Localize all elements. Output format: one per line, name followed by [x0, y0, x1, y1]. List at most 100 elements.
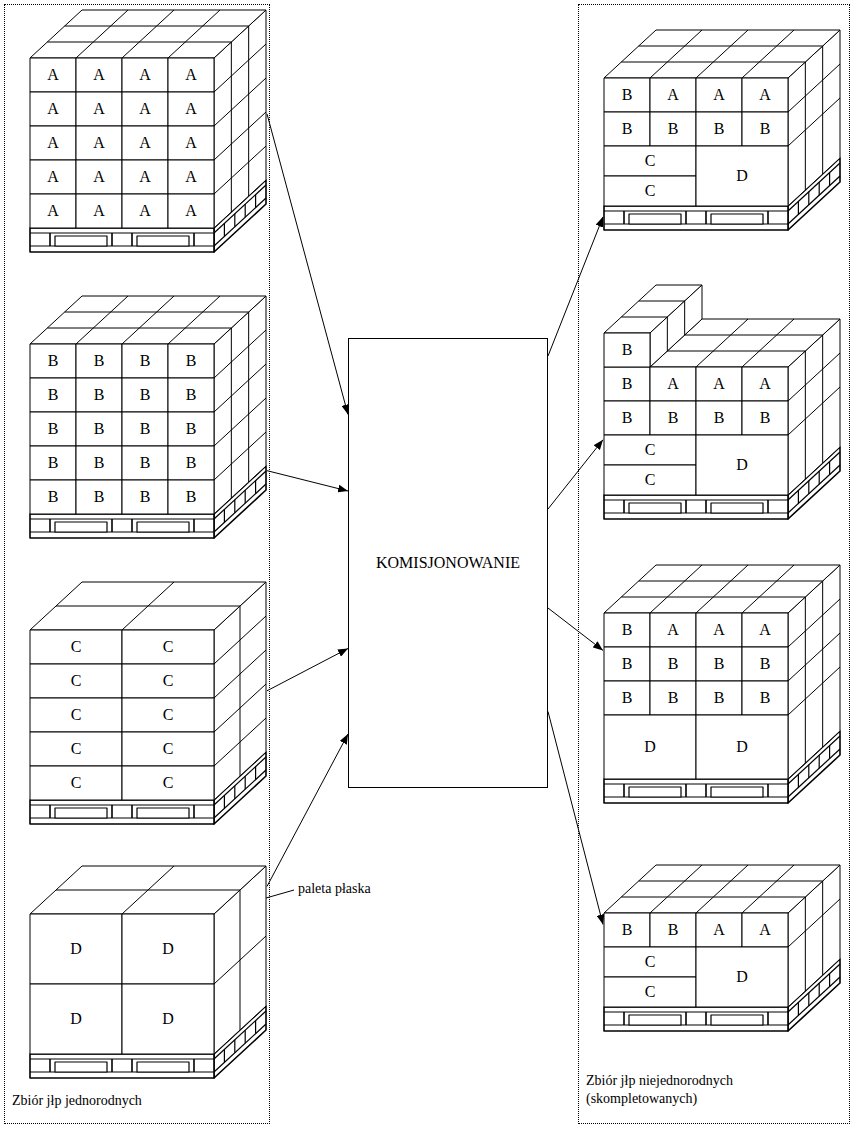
pallet-opening: [629, 787, 681, 797]
pallet-board: [604, 783, 788, 784]
box-edge: [56, 890, 240, 891]
pallet-block: [685, 1012, 687, 1025]
pallet-front: [30, 228, 214, 252]
box-front: [30, 344, 76, 378]
item-letter: A: [47, 135, 59, 151]
box-front: [30, 58, 76, 92]
item-letter: C: [163, 673, 174, 689]
box-edge: [805, 351, 806, 479]
item-letter: C: [645, 954, 656, 970]
box-edge: [822, 46, 823, 174]
item-letter: A: [47, 101, 59, 117]
item-letter: C: [71, 775, 82, 791]
box-edge: [822, 881, 823, 975]
pallet-block: [131, 805, 133, 818]
item-letter: D: [736, 969, 748, 985]
box-front: [604, 435, 696, 465]
item-letter: B: [48, 455, 59, 471]
box-front: [76, 446, 122, 480]
box-face: B: [696, 681, 742, 715]
pallet-block: [685, 784, 687, 797]
box-front: [696, 112, 742, 146]
item-letter: A: [759, 622, 771, 638]
box-front: [696, 146, 788, 206]
item-letter: B: [714, 656, 725, 672]
box-face: B: [122, 412, 168, 446]
box-face: A: [696, 78, 742, 112]
item-letter: B: [140, 387, 151, 403]
callout-label: paleta płaska: [298, 881, 371, 898]
box-face: D: [30, 914, 122, 984]
box-front: [168, 378, 214, 412]
pallet-drawing: [29, 581, 267, 825]
box-edge: [742, 565, 794, 613]
pallet-board: [30, 518, 214, 519]
region-frame: Zbiór jłp niejednorodnych (skompletowany…: [578, 4, 850, 1124]
item-letter: A: [93, 203, 105, 219]
box-face: C: [604, 176, 696, 206]
item-letter: B: [622, 342, 633, 358]
box-face: A: [650, 613, 696, 647]
item-letter: A: [93, 67, 105, 83]
box-edge: [248, 312, 249, 482]
item-letter: B: [668, 121, 679, 137]
box-front: [696, 367, 742, 401]
pallet-board: [604, 499, 788, 500]
pallet-block: [685, 500, 687, 513]
pallet-block: [705, 211, 707, 224]
box-edge: [76, 10, 128, 58]
box-face: A: [742, 78, 788, 112]
item-letter: A: [185, 101, 197, 117]
box-face: B: [76, 480, 122, 514]
pallet-block: [49, 519, 51, 532]
box-top: [30, 866, 266, 914]
box-front: [30, 664, 122, 698]
item-letter: B: [140, 421, 151, 437]
pallet-block: [705, 500, 707, 513]
box-face: B: [122, 378, 168, 412]
box-front: [30, 698, 122, 732]
box-edge: [639, 581, 823, 582]
box-face: B: [604, 367, 650, 401]
box-front: [122, 58, 168, 92]
box-front: [30, 732, 122, 766]
box-face: D: [30, 984, 122, 1054]
box-front: [650, 913, 696, 947]
pallet-opening: [629, 503, 681, 513]
box-edge: [240, 606, 241, 776]
item-letter: A: [139, 203, 151, 219]
box-face: A: [76, 160, 122, 194]
box-front: [122, 446, 168, 480]
box-front: [76, 92, 122, 126]
item-letter: C: [71, 707, 82, 723]
item-letter: B: [622, 87, 633, 103]
box-front: [650, 367, 696, 401]
box-edge: [76, 296, 128, 344]
box-front: [122, 344, 168, 378]
box-edge: [822, 335, 823, 463]
pallet-block: [819, 182, 820, 195]
item-letter: B: [186, 387, 197, 403]
box-edge: [56, 606, 240, 607]
box-edge: [788, 667, 840, 715]
box-face: A: [168, 160, 214, 194]
item-letter: A: [759, 376, 771, 392]
box-edge: [214, 718, 266, 766]
item-letter: D: [162, 1011, 174, 1027]
box-edge: [214, 146, 266, 194]
box-front: [604, 715, 696, 779]
item-letter: A: [667, 376, 679, 392]
pallet-block: [131, 519, 133, 532]
box-edge: [650, 865, 702, 913]
box-face: A: [30, 160, 76, 194]
pallet-block: [829, 974, 830, 987]
pallet-drawing-group: [604, 565, 840, 803]
box-front: [30, 914, 122, 984]
pallet-block: [829, 746, 830, 759]
box-face: B: [696, 647, 742, 681]
item-letter: B: [48, 353, 59, 369]
box-face: D: [122, 984, 214, 1054]
pallet-opening: [55, 808, 107, 818]
box-front: [122, 92, 168, 126]
pallet-block: [798, 774, 799, 787]
